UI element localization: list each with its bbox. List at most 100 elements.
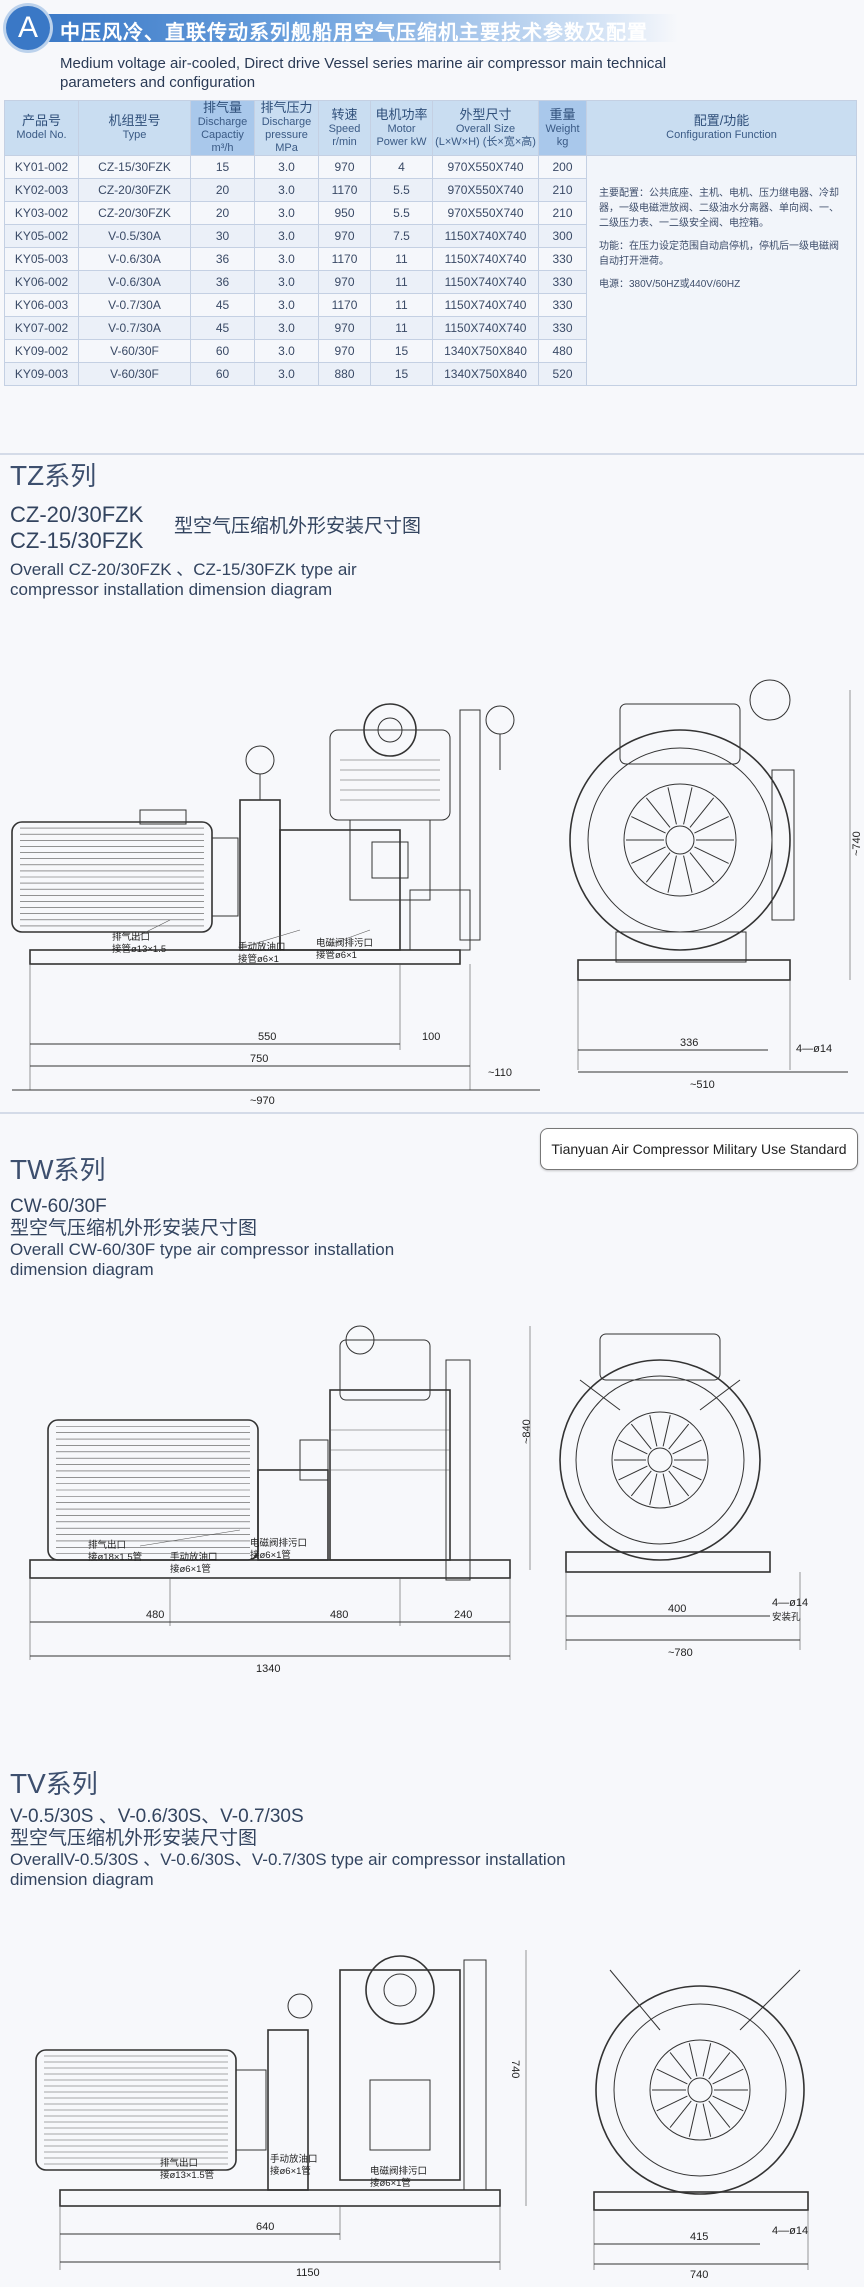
tz-motor [11,809,239,933]
tz-model-1: CZ-20/30FZK [10,502,144,527]
tw-dimension-diagram: 排气出口 接ø18×1.5管 手动放油口 接ø6×1管 电磁阀排污口 接ø6×1… [0,1320,864,1680]
tv-caption-cn: 型空气压缩机外形安装尺寸图 [10,1828,258,1849]
tz-dim-110: ~110 [488,1067,512,1079]
divider [0,1112,864,1114]
tv-dim-740-w: 740 [690,2269,708,2280]
table-cell: KY05-003 [4,247,79,271]
tz-front-view: ~740 336 ~510 4—ø14 [569,679,863,1091]
table-cell: KY03-002 [4,201,79,225]
table-cell: 30 [190,224,255,248]
table-cell: 1150X740X740 [432,224,539,248]
table-cell: KY02-003 [4,178,79,202]
tv-captions: V-0.5/30S 、V-0.6/30S、V-0.7/30S 型空气压缩机外形安… [10,1806,566,1890]
tw-dim-780: ~780 [668,1647,693,1659]
table-cell: CZ-15/30FZK [78,155,191,179]
table-cell: V-0.7/30A [78,293,191,317]
svg-text:排气出口: 排气出口 [112,931,150,943]
tz-dimension-diagram: 排气出口 接管ø13×1.5 手动放油口 接管ø6×1 电磁阀排污口 接管ø6×… [0,670,864,1110]
tw-caption-en-1: Overall CW-60/30F type air compressor in… [10,1240,395,1259]
configuration-text: 功能：在压力设定范围自动启停机，停机后一级电磁阀自动打开泄荷。 [599,241,839,267]
table-cell: V-0.7/30A [78,316,191,340]
table-cell: KY06-003 [4,293,79,317]
table-cell: 330 [538,270,587,294]
tw-compressor-body [29,1325,511,1581]
tv-caption-en-1: OverallV-0.5/30S 、V-0.6/30S、V-0.7/30S ty… [10,1850,566,1869]
tz-compressor-body [29,703,515,965]
tv-caption-en-2: dimension diagram [10,1870,154,1889]
table-cell: 1150X740X740 [432,270,539,294]
table-cell: 200 [538,155,587,179]
tw-model: CW-60/30F [10,1196,107,1217]
table-cell: 3.0 [254,178,319,202]
svg-text:手动放油口: 手动放油口 [270,2153,318,2165]
svg-text:电磁阀排污口: 电磁阀排污口 [316,937,373,949]
table-cell: V-0.6/30A [78,247,191,271]
table-cell: 45 [190,316,255,340]
tz-caption-en: Overall CZ-20/30FZK 、CZ-15/30FZK type ai… [10,560,357,599]
svg-text:安装孔: 安装孔 [772,1611,801,1623]
table-cell: 15 [190,155,255,179]
table-cell: 970 [318,270,371,294]
table-cell: KY01-002 [4,155,79,179]
tw-side-dimensions: 480 480 240 1340 [29,1578,511,1675]
table-cell: 1150X740X740 [432,293,539,317]
table-cell: 11 [370,316,433,340]
table-cell: 7.5 [370,224,433,248]
military-standard-stamp: Tianyuan Air Compressor Military Use Sta… [540,1128,858,1170]
tw-dim-400: 400 [668,1603,686,1615]
tv-side-dimensions: 640 1150 740 [59,1950,527,2279]
table-cell: 1170 [318,247,371,271]
table-cell: 20 [190,201,255,225]
table-cell: 3.0 [254,362,319,386]
tz-dim-550: 550 [258,1031,276,1043]
tv-dim-4-14: 4—ø14 [772,2225,808,2237]
table-cell: 970 [318,339,371,363]
tw-dim-240: 240 [454,1609,472,1621]
table-cell: V-60/30F [78,362,191,386]
tv-dim-1150: 1150 [296,2267,320,2279]
table-cell: 1340X750X840 [432,362,539,386]
tw-captions: CW-60/30F 型空气压缩机外形安装尺寸图 Overall CW-60/30… [10,1196,394,1280]
tz-dim-750: 750 [250,1053,268,1065]
tz-dim-4-14: 4—ø14 [796,1043,832,1055]
table-cell: 5.5 [370,178,433,202]
tw-dim-1340: 1340 [256,1663,280,1675]
tw-annotations: 排气出口 接ø18×1.5管 手动放油口 接ø6×1管 电磁阀排污口 接ø6×1… [88,1529,307,1575]
table-cell: 1150X740X740 [432,316,539,340]
svg-text:接管ø6×1: 接管ø6×1 [238,953,279,965]
tz-dim-336: 336 [680,1037,698,1049]
tz-caption-cn: 型空气压缩机外形安装尺寸图 [174,516,422,537]
svg-text:接ø18×1.5管: 接ø18×1.5管 [88,1551,142,1563]
tw-front-view: ~840 400 ~780 4—ø14 安装孔 [521,1326,808,1659]
tz-dim-740: ~740 [851,831,863,856]
table-cell: 3.0 [254,201,319,225]
table-cell: 210 [538,201,587,225]
table-cell: 15 [370,362,433,386]
configuration-text: 电源：380V/50HZ或440V/60HZ [599,279,741,290]
table-cell: 11 [370,247,433,271]
table-cell: 36 [190,247,255,271]
table-cell: 970 [318,224,371,248]
tw-section-heading: TW系列 [10,1150,106,1187]
table-cell: 3.0 [254,316,319,340]
svg-text:接ø6×1管: 接ø6×1管 [370,2177,411,2189]
tz-model-2: CZ-15/30FZK [10,528,144,553]
tw-caption-en-2: dimension diagram [10,1260,154,1279]
table-cell: V-60/30F [78,339,191,363]
table-cell: 3.0 [254,270,319,294]
table-cell: 970X550X740 [432,155,539,179]
table-cell: 36 [190,270,255,294]
